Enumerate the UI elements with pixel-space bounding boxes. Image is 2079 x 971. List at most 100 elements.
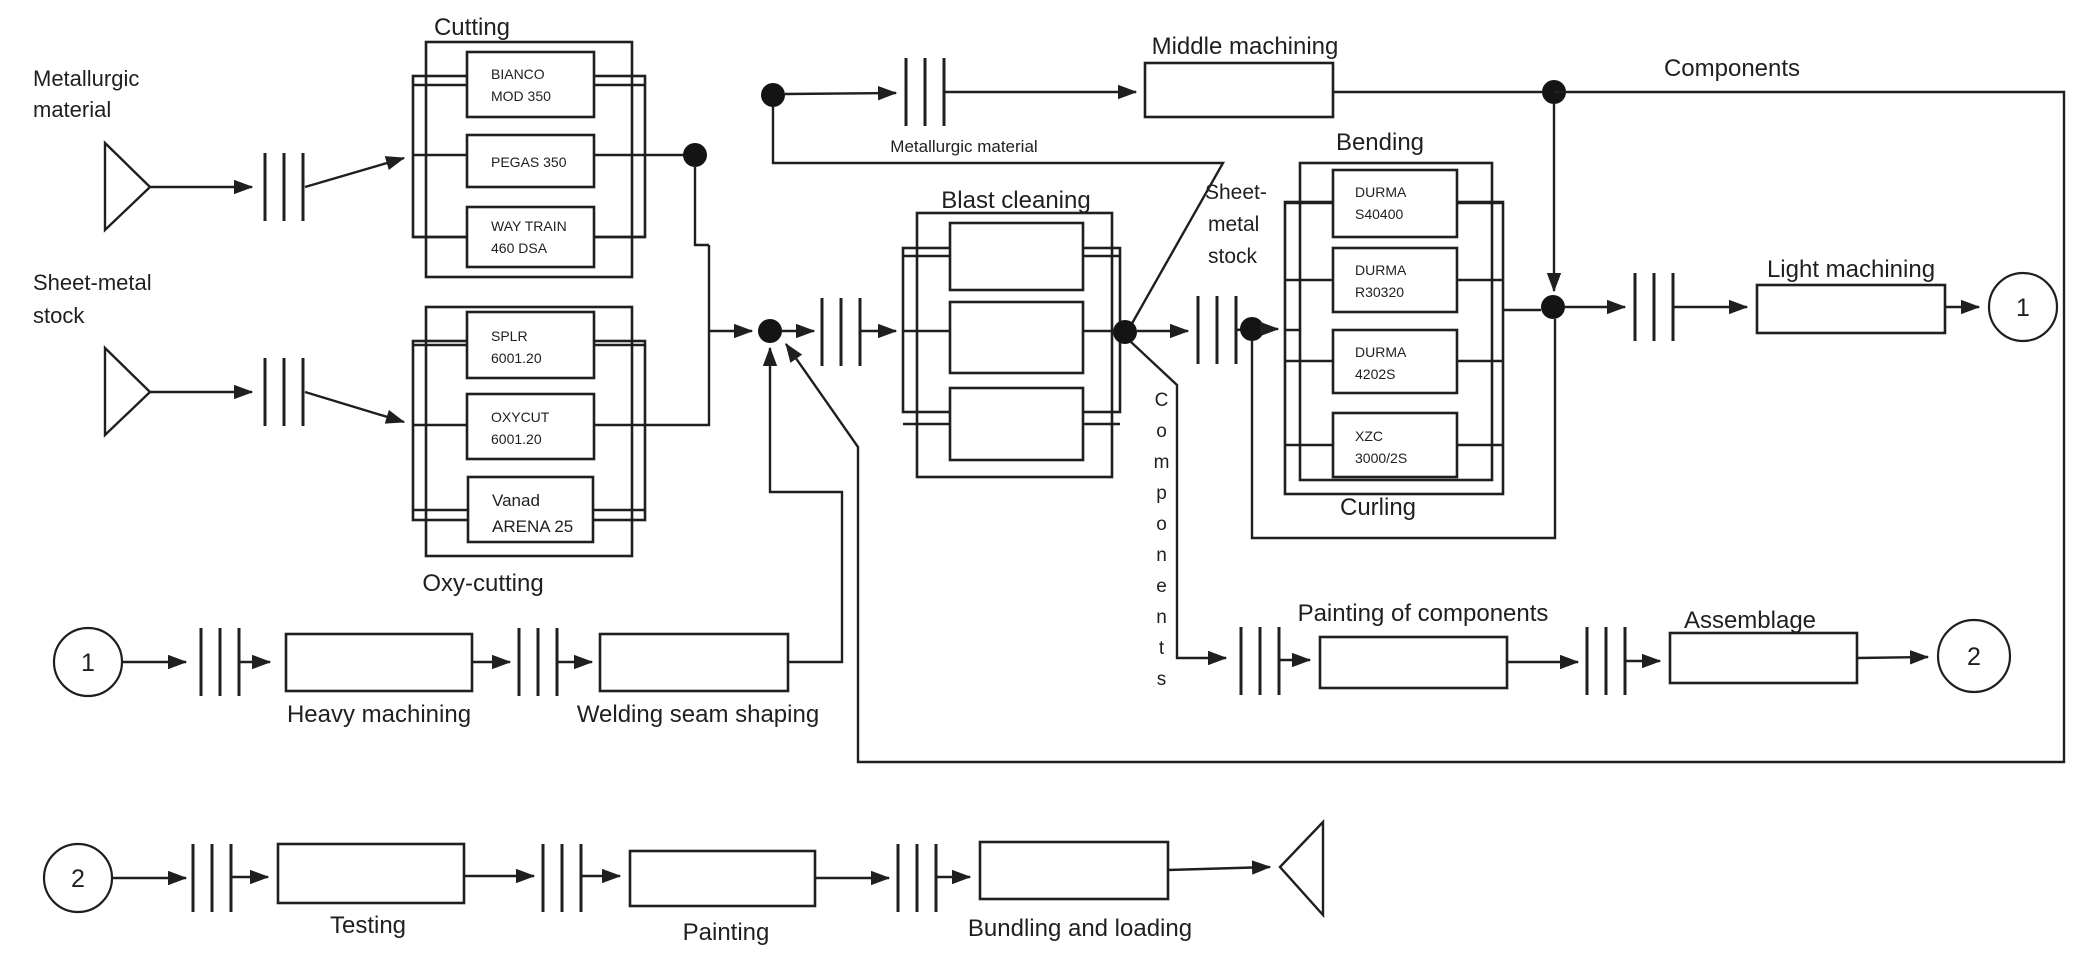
components-down-line — [1130, 341, 1228, 666]
painting-box — [628, 849, 817, 908]
machine-box-waytrain — [465, 205, 596, 269]
sheet-metal-mid-label-line3: stock — [1208, 245, 1258, 268]
blast-machine-box — [948, 300, 1085, 375]
connector-1-label: 1 — [2016, 294, 2030, 322]
machine-box-splr — [465, 310, 596, 380]
queue-icon — [820, 296, 862, 368]
merge-routing — [594, 143, 844, 664]
oxy-cutting-title: Oxy-cutting — [422, 570, 543, 597]
bypass-line — [1250, 319, 1557, 540]
blast-cleaning-title: Blast cleaning — [941, 187, 1090, 214]
blast-cleaning-group: Blast cleaning — [782, 187, 1137, 479]
machine-label: MOD 350 — [491, 88, 551, 104]
machine-box-bianco — [465, 50, 596, 119]
queue-icon — [263, 356, 305, 428]
testing-box — [276, 842, 466, 905]
middle-machining-box — [1143, 61, 1335, 119]
cutting-outer-rect — [424, 40, 634, 279]
junction-dot-bending-output — [1541, 295, 1565, 319]
blast-machine-box — [948, 221, 1085, 292]
source-sheet-metal-stock: Sheet-metal stock — [33, 270, 406, 438]
machine-label: Vanad — [492, 491, 540, 510]
flow-arrow — [1856, 650, 1930, 665]
machine-label: SPLR — [491, 328, 528, 344]
light-machining-box — [1755, 283, 1947, 335]
machine-box-vanad — [466, 475, 595, 544]
source-metallurgic-label-line1: Metallurgic — [33, 66, 139, 91]
machine-connectors — [413, 343, 645, 512]
machine-box-pegas — [465, 133, 596, 189]
routing-line — [693, 167, 709, 247]
machine-label: ARENA 25 — [492, 517, 573, 536]
painting-components-row: Painting of components Assemblage 2 — [1130, 341, 2012, 697]
assemblage-title: Assemblage — [1684, 607, 1816, 634]
metallurgic-material-small-label: Metallurgic material — [890, 137, 1037, 156]
queue-icon — [1633, 271, 1675, 343]
junction-dot-cutting-output — [683, 143, 707, 167]
machine-label: 460 DSA — [491, 240, 548, 256]
cutting-group: Cutting BIANCO MOD 350 PEGAS 350 WAY TRA… — [411, 14, 695, 279]
queue-icon — [541, 842, 583, 914]
queue-icon — [199, 626, 241, 698]
connector-1-label: 1 — [81, 649, 95, 677]
light-machining-title: Light machining — [1767, 256, 1935, 283]
machine-box-xzc — [1331, 411, 1459, 479]
machine-label: DURMA — [1355, 344, 1407, 360]
queue-icon — [1196, 294, 1238, 366]
components-top-label: Components — [1664, 55, 1800, 82]
machine-label: 6001.20 — [491, 350, 542, 366]
source-triangle-icon — [103, 140, 152, 233]
source-metallurgic-material: Metallurgic material — [33, 66, 406, 233]
machine-label: 6001.20 — [491, 431, 542, 447]
welding-return-line — [762, 346, 844, 664]
junction-dot-merge — [758, 319, 782, 343]
machine-box-durma1 — [1331, 168, 1459, 239]
machine-label: 4202S — [1355, 366, 1395, 382]
queue-icon — [1239, 625, 1281, 697]
sheet-metal-stock-branch: Sheet- metal stock — [1137, 181, 1280, 366]
flow-arrow — [304, 390, 406, 424]
queue-icon — [896, 842, 938, 914]
machine-label: DURMA — [1355, 262, 1407, 278]
light-machining-row: Light machining 1 — [1541, 256, 2059, 343]
machine-label: PEGAS 350 — [491, 154, 567, 170]
bundling-title: Bundling and loading — [968, 915, 1192, 942]
painting-title: Painting — [683, 919, 770, 946]
bending-title: Bending — [1336, 129, 1424, 156]
blast-outer-rect — [915, 211, 1114, 479]
bundling-box — [978, 840, 1170, 901]
testing-painting-bundling-row: 2 Testing Painting Bundling and loading — [42, 819, 1325, 946]
connector-2-label: 2 — [71, 865, 85, 893]
machine-label: BIANCO — [491, 66, 545, 82]
sheet-metal-mid-label-line2: metal — [1208, 213, 1259, 236]
middle-machining-title: Middle machining — [1152, 33, 1339, 60]
heavy-machining-title: Heavy machining — [287, 701, 471, 728]
flow-arrow — [304, 156, 406, 189]
flow-arrow — [1167, 860, 1272, 875]
queue-icon — [517, 626, 559, 698]
machine-label: R30320 — [1355, 284, 1404, 300]
queue-icon — [263, 151, 305, 223]
source-metallurgic-label-line2: material — [33, 97, 111, 122]
queue-icon — [904, 56, 946, 128]
oxy-outer-rect — [424, 305, 634, 558]
sheet-metal-mid-label-line1: Sheet- — [1205, 181, 1267, 204]
machine-label: S40400 — [1355, 206, 1403, 222]
welding-title: Welding seam shaping — [577, 701, 819, 728]
routing-line — [771, 107, 1226, 328]
junction-dot-bending-input — [1240, 317, 1264, 341]
testing-title: Testing — [330, 912, 406, 939]
assemblage-box — [1668, 631, 1859, 685]
machine-label: DURMA — [1355, 184, 1407, 200]
middle-machining-branch: Metallurgic material Middle machining Co… — [761, 33, 1800, 328]
junction-dot-blast-output — [1113, 320, 1137, 344]
source-sheetmetal-label-line2: stock — [33, 303, 85, 328]
machine-label: 3000/2S — [1355, 450, 1407, 466]
junction-dot-top — [761, 83, 785, 107]
connector-2-label: 2 — [1967, 643, 1981, 671]
bending-curling-group: Bending DURMA S40400 DURMA R30320 DURMA … — [1250, 129, 1557, 540]
heavy-machining-row: 1 Heavy machining Welding seam shaping — [52, 626, 819, 728]
sink-triangle-icon — [1278, 819, 1325, 919]
